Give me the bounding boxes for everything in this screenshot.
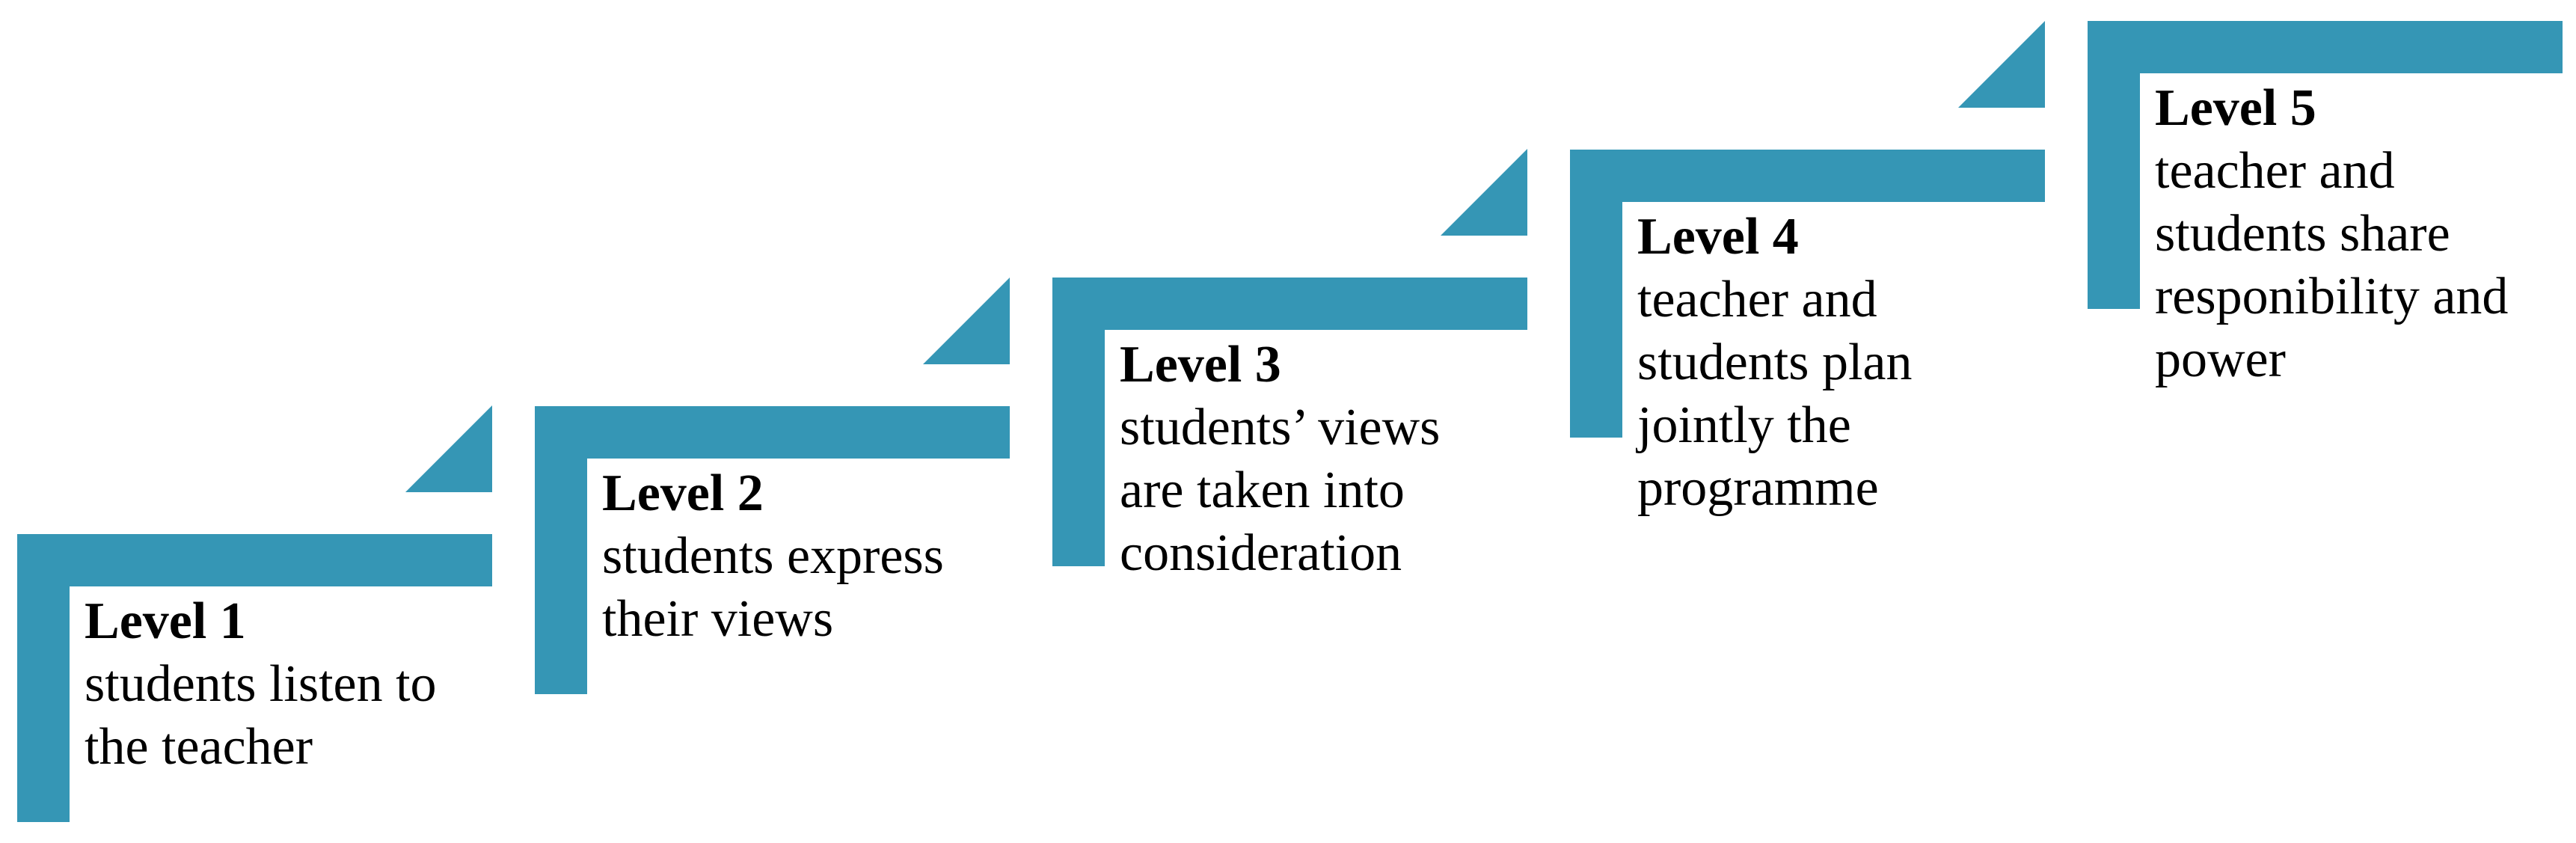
level-2-label-block: Level 2 students express their views — [602, 462, 944, 651]
level-3-step-shape — [1052, 278, 1527, 566]
level-5-desc-line: students share — [2155, 205, 2450, 263]
level-5-label-block: Level 5 teacher and students share respo… — [2155, 77, 2508, 391]
level-4-title: Level 4 — [1637, 208, 1799, 266]
level-1-title: Level 1 — [85, 592, 246, 650]
level-3-desc-line: are taken into — [1120, 462, 1405, 519]
level-1-step-shape — [17, 534, 492, 822]
level-3-desc-line: consideration — [1120, 524, 1402, 582]
level-1-label-block: Level 1 students listen to the teacher — [85, 590, 437, 779]
level-5-arrow-triangle-icon — [1958, 21, 2045, 108]
level-4-arrow-triangle-icon — [1441, 149, 1527, 236]
level-4-desc-line: students plan — [1637, 334, 1913, 391]
level-2-title: Level 2 — [602, 465, 764, 522]
level-4-label-block: Level 4 teacher and students plan jointl… — [1637, 206, 1912, 520]
level-5-desc-line: teacher and — [2155, 142, 2395, 200]
level-2-arrow-triangle-icon — [405, 405, 492, 492]
level-1-desc-line: the teacher — [85, 718, 313, 776]
level-2-desc-line: students express — [602, 527, 944, 585]
level-2-desc-line: their views — [602, 590, 834, 648]
level-4-step-shape — [1570, 150, 2045, 438]
level-5-desc-line: responibility and — [2155, 268, 2509, 325]
level-4-desc-line: jointly the — [1637, 396, 1851, 454]
level-3-desc-line: students’ views — [1120, 399, 1441, 456]
level-2-step-shape — [535, 406, 1010, 694]
level-1-desc-line: students listen to — [85, 655, 437, 713]
level-5-step-shape — [2088, 21, 2563, 309]
level-3-arrow-triangle-icon — [923, 278, 1010, 364]
level-5-title: Level 5 — [2155, 79, 2316, 137]
level-3-title: Level 3 — [1120, 336, 1281, 393]
level-4-desc-line: teacher and — [1637, 271, 1877, 328]
level-4-desc-line: programme — [1637, 459, 1879, 517]
level-5-desc-line: power — [2155, 331, 2286, 388]
level-3-label-block: Level 3 students’ views are taken into c… — [1120, 334, 1440, 585]
